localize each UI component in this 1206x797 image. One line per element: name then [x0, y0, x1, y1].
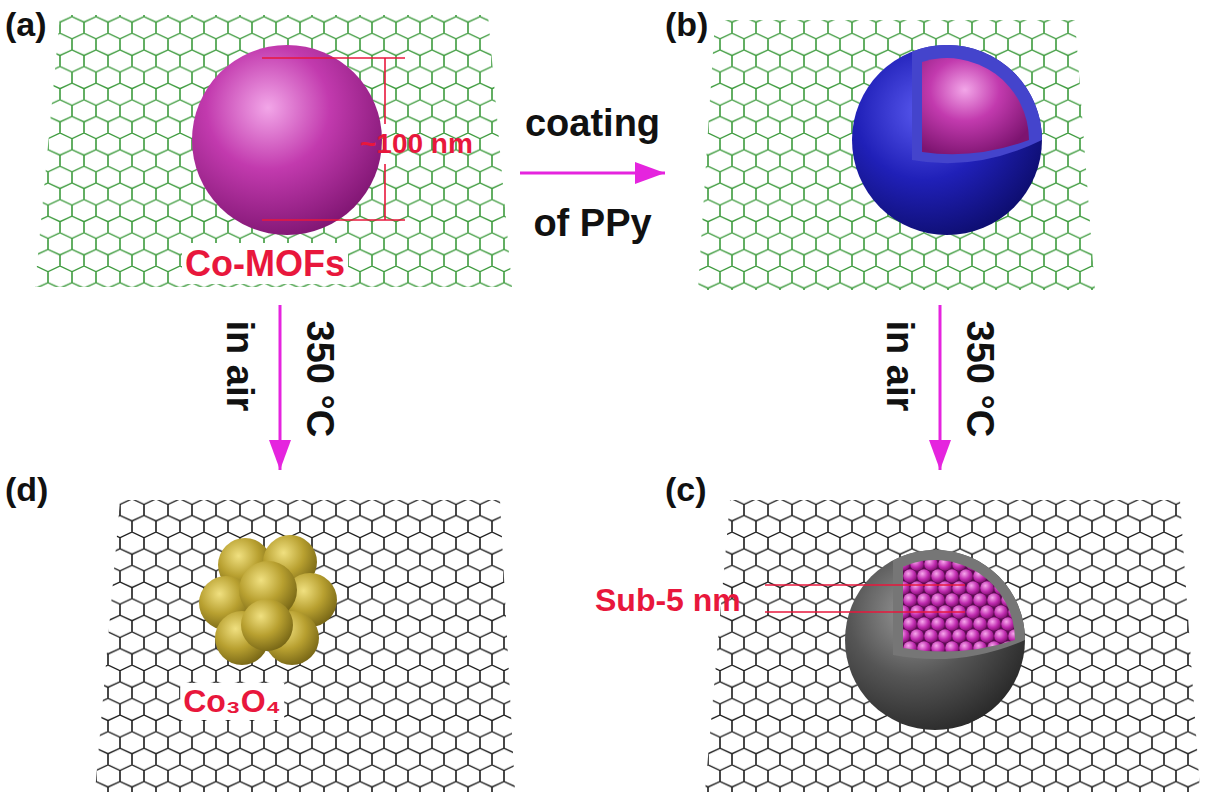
graphene-sheet: [35, 15, 512, 287]
mof-core: [922, 58, 1029, 154]
panel-letter: (c): [665, 470, 707, 509]
shell-cut-face: [893, 550, 1025, 659]
dimension-label: ~100 nm: [360, 128, 473, 160]
shell-cut-face: [912, 45, 1042, 163]
edge-label: coating of PPy: [518, 73, 668, 273]
dimension-line: [262, 57, 405, 59]
panel: (b): [665, 5, 1201, 305]
leader-line: [765, 611, 965, 613]
compound-name: Co₃O₄: [180, 683, 284, 720]
dimension-label: Sub-5 nm: [595, 582, 741, 619]
oxide-cluster: [199, 535, 337, 665]
process-arrow: [520, 172, 665, 175]
dimension-line: [262, 219, 405, 221]
graphene-sheet: [705, 500, 1200, 792]
panel-letter: (a): [5, 5, 47, 44]
panel-letter: (b): [665, 5, 708, 44]
mof-sphere: [192, 45, 382, 235]
panel-letter: (d): [5, 470, 48, 509]
panel: (d) Co₃O₄: [5, 470, 520, 792]
process-arrow: [939, 305, 942, 470]
process-arrow: [279, 305, 282, 470]
dimension-line: [384, 58, 386, 124]
oxide-grain: [241, 599, 293, 651]
edge-label: 350 °C in air: [200, 320, 360, 455]
carbon-shell: [845, 550, 1025, 730]
edge-label: 350 °C in air: [860, 320, 1020, 455]
leader-line: [765, 584, 965, 586]
nanoparticle-core: [903, 560, 1015, 652]
graphene-sheet: [698, 20, 1095, 290]
compound-name: Co-MOFs: [182, 243, 348, 284]
panel: (c): [665, 470, 1201, 792]
ppy-shell: [852, 45, 1042, 235]
dimension-line: [384, 164, 386, 220]
graphene-sheet: [95, 500, 515, 792]
